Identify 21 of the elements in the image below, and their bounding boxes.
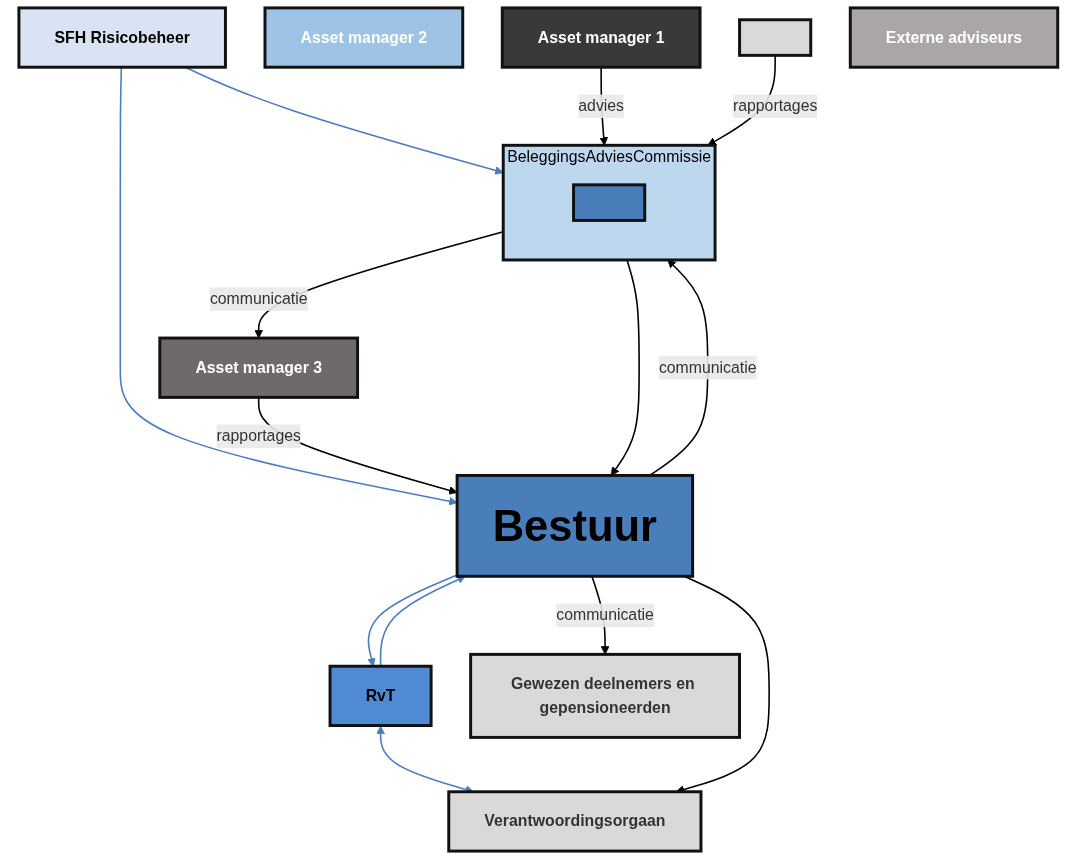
node-box: Asset manager 2 — [263, 6, 464, 69]
node-box: Externe adviseurs — [848, 6, 1059, 69]
node-box: Verantwoordingsorgaan — [446, 790, 703, 853]
edge-label: advies — [577, 97, 624, 115]
edge-label: communicatie — [658, 358, 757, 376]
edge-label: communicatie — [555, 606, 654, 624]
node-box: Gewezen deelnemers en gepensioneerden — [468, 652, 741, 739]
arrow — [610, 259, 640, 476]
node-box: RvT — [328, 664, 433, 728]
node-box: SFH Risicobeheer — [17, 6, 227, 69]
edge-label: rapportages — [216, 427, 301, 445]
arrow — [366, 574, 458, 667]
node-box — [737, 18, 812, 57]
edge-label: communicatie — [209, 290, 308, 307]
cluster: BeleggingsAdviesCommissie — [501, 143, 717, 262]
node-box: Bestuur — [455, 473, 694, 578]
arrow — [379, 575, 466, 667]
node-box: Asset manager 1 — [500, 6, 702, 69]
edge-label: rapportages — [732, 97, 818, 115]
node-box: Asset manager 3 — [158, 336, 359, 399]
node-box — [571, 183, 646, 222]
